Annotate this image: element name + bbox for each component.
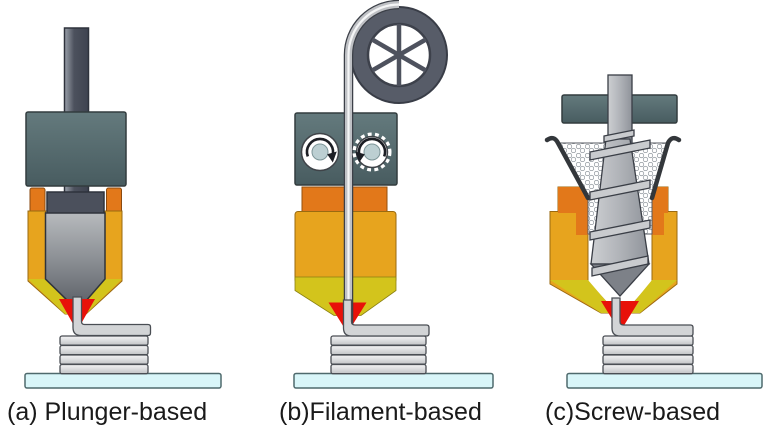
barrel-tip-taper	[28, 279, 122, 314]
layer	[59, 363, 149, 375]
barrel-tip-taper	[550, 280, 677, 313]
gear-teeth	[352, 132, 392, 172]
drive-roller	[300, 132, 340, 172]
caption-a: (a) Plunger-based	[7, 398, 207, 426]
layer	[330, 363, 427, 375]
barrel-tab	[29, 187, 46, 215]
caption-b: (b)Filament-based	[279, 398, 482, 426]
rotation-arrow-icon	[305, 137, 335, 157]
build-plate	[566, 372, 763, 389]
extruded-strand	[342, 299, 430, 337]
printed-layers	[59, 335, 149, 375]
rotation-arrow-icon	[357, 137, 387, 157]
barrel-step	[576, 213, 588, 235]
printed-layers	[330, 335, 427, 375]
layer	[602, 335, 694, 346]
filament-spool	[350, 6, 448, 104]
layer	[602, 354, 694, 365]
hopper-wall	[649, 135, 682, 201]
extrusion-screw	[589, 129, 651, 297]
gear-hub	[363, 143, 381, 161]
extruded-strand	[611, 297, 694, 337]
extruded-strand	[72, 296, 152, 337]
layer	[330, 354, 427, 365]
barrel-tab	[106, 187, 122, 215]
panel-c-screw-diagram	[544, 74, 763, 389]
spool-axle	[395, 51, 403, 59]
layer	[602, 344, 694, 356]
drive-gear	[352, 132, 392, 172]
layer	[330, 335, 427, 346]
heated-barrel	[549, 186, 678, 314]
panel-a-plunger-diagram	[24, 27, 222, 389]
barrel-top-wall	[652, 187, 668, 213]
rotation-arrowhead-icon	[327, 151, 337, 163]
layer	[330, 344, 427, 356]
printed-layers	[602, 335, 694, 375]
layer	[59, 335, 149, 346]
layer	[602, 363, 694, 375]
rotation-arrowhead-icon	[355, 151, 365, 163]
layer	[59, 344, 149, 356]
screw-flights	[589, 129, 651, 277]
hopper-wall	[544, 135, 591, 201]
filament	[343, 0, 400, 327]
layer	[59, 354, 149, 365]
roller-hub	[311, 143, 329, 161]
caption-c: (c)Screw-based	[545, 398, 720, 426]
barrel-step	[652, 213, 664, 235]
drive-block	[25, 111, 127, 187]
build-plate	[293, 372, 494, 389]
build-plate	[24, 372, 222, 389]
panel-b-filament-diagram	[293, 0, 494, 389]
